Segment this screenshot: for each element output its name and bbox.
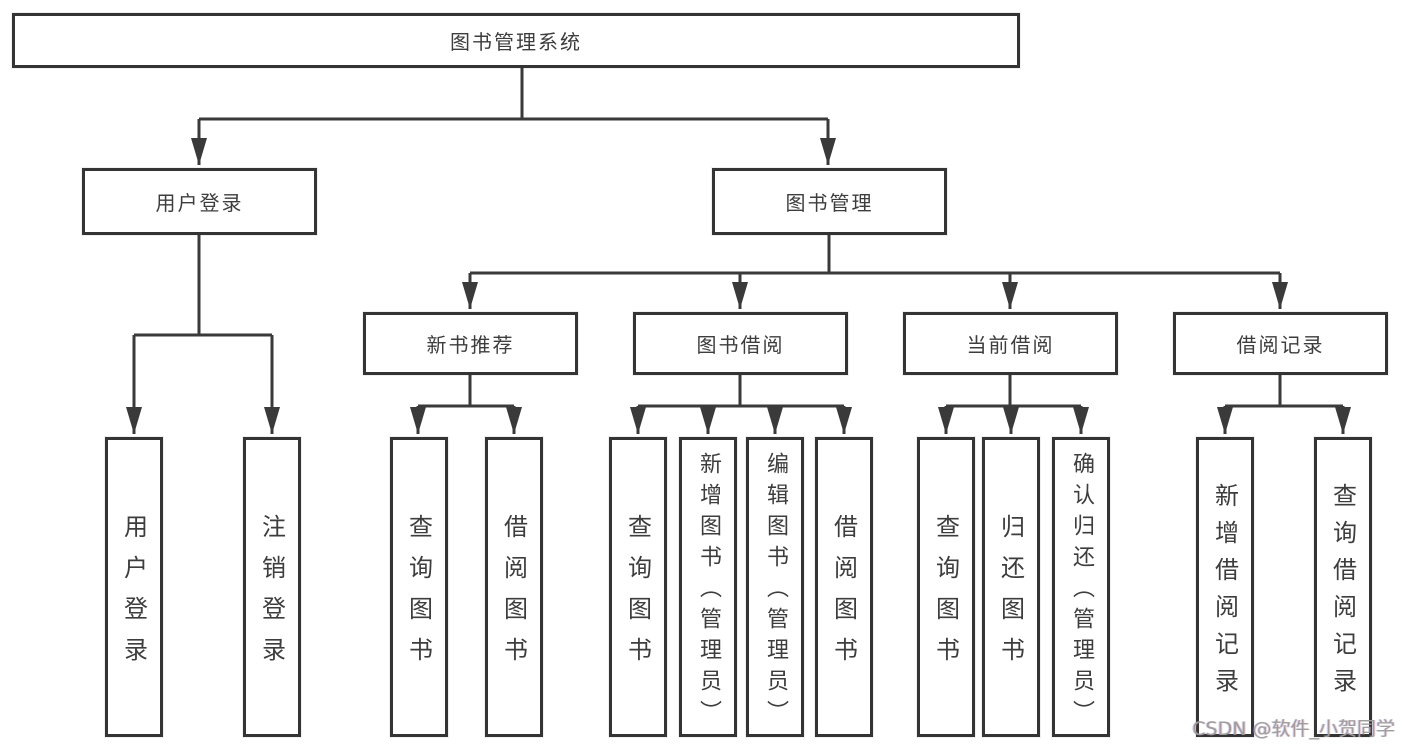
leaf-add-books-admin: 新增图书（管理员） (679, 437, 737, 737)
leaf-query-books-3: 查询图书 (917, 437, 975, 737)
leaf-add-borrow-record: 新增借阅记录 (1196, 437, 1254, 737)
node-book-management: 图书管理 (712, 168, 947, 235)
leaf-borrow-books-1: 借阅图书 (485, 437, 543, 737)
node-label: 新书推荐 (426, 333, 515, 357)
node-label: 确认归还（管理员） (1069, 452, 1094, 731)
node-current-borrowing: 当前借阅 (903, 312, 1118, 375)
leaf-borrow-books-2: 借阅图书 (815, 437, 873, 737)
leaf-return-books: 归还图书 (982, 437, 1040, 737)
node-label: 图书管理系统 (450, 30, 582, 54)
leaf-edit-books-admin: 编辑图书（管理员） (746, 437, 804, 737)
node-label: 注销登录 (257, 513, 286, 678)
leaf-query-borrow-record: 查询借阅记录 (1314, 437, 1372, 737)
connector-trunks (134, 68, 1343, 408)
node-label: 新增图书（管理员） (696, 452, 721, 731)
node-borrow-records: 借阅记录 (1173, 312, 1388, 375)
leaf-query-books-1: 查询图书 (390, 437, 448, 737)
node-label: 图书管理 (785, 191, 874, 215)
node-library-management-system: 图书管理系统 (12, 13, 1020, 68)
node-label: 用户登录 (155, 191, 244, 215)
leaf-query-books-2: 查询图书 (609, 437, 667, 737)
node-label: 新增借阅记录 (1210, 482, 1239, 705)
node-label: 图书借阅 (696, 333, 785, 357)
node-new-book-recommend: 新书推荐 (363, 312, 578, 375)
node-book-borrowing: 图书借阅 (633, 312, 848, 375)
node-label: 借阅图书 (499, 513, 528, 678)
node-label: 借阅记录 (1236, 333, 1325, 357)
node-label: 查询借阅记录 (1328, 482, 1357, 705)
node-label: 归还图书 (996, 513, 1025, 678)
node-label: 编辑图书（管理员） (763, 452, 788, 731)
node-label: 用户登录 (119, 513, 148, 678)
csdn-watermark: CSDN @软件_小贺同学 (1192, 718, 1395, 740)
node-user-login: 用户登录 (82, 168, 317, 235)
node-label: 查询图书 (404, 513, 433, 678)
node-label: 查询图书 (623, 513, 652, 678)
node-label: 当前借阅 (966, 333, 1055, 357)
leaf-user-login: 用户登录 (105, 437, 163, 737)
leaf-confirm-return-admin: 确认归还（管理员） (1052, 437, 1110, 737)
node-label: 查询图书 (931, 513, 960, 678)
leaf-logout: 注销登录 (243, 437, 301, 737)
node-label: 借阅图书 (829, 513, 858, 678)
